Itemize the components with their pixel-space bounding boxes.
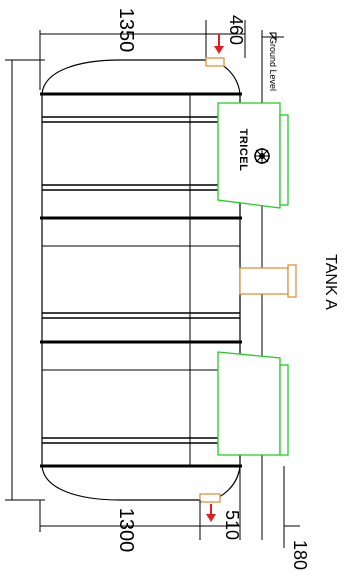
tricel-logo: TRICEL (237, 129, 270, 172)
bottom-flow-arrow-icon (206, 504, 216, 522)
tank-ribs (40, 92, 242, 468)
ground-level-label: Ground Level (268, 37, 278, 91)
tank-name: TANK A (322, 254, 339, 310)
bottom-height-label: 1300 (115, 508, 137, 553)
bottom-access-lid (217, 351, 289, 456)
middle-riser-pipe (239, 264, 297, 298)
top-flow-arrow-icon (214, 34, 224, 54)
top-dimension-lines (39, 20, 263, 540)
bottom-riser-label: 510 (222, 510, 242, 540)
overall-length-dimension (5, 59, 45, 501)
top-height-label: 1350 (115, 8, 137, 53)
ground-level-marker (262, 32, 284, 42)
top-access-lid (217, 102, 289, 209)
bottom-outlet-pipe (199, 493, 221, 503)
svg-text:TRICEL: TRICEL (237, 129, 249, 172)
bottom-dimension-lines (39, 466, 300, 548)
top-inlet-pipe (205, 57, 225, 67)
top-riser-label: 460 (226, 15, 246, 45)
tank-body (41, 59, 241, 501)
base-offset-label: 180 (290, 540, 310, 570)
